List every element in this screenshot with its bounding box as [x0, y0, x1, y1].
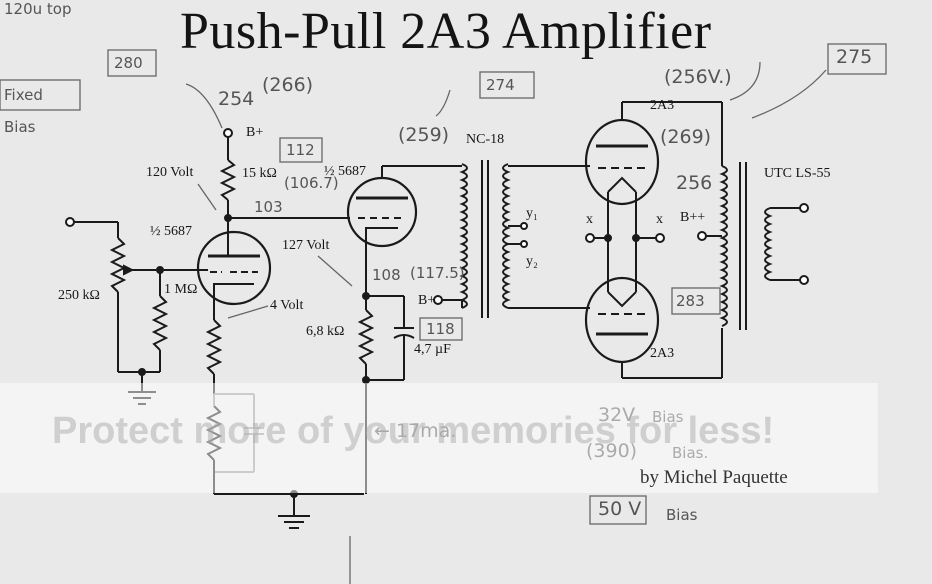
note-box-274	[479, 71, 535, 99]
note-256v: (256V.)	[664, 66, 732, 88]
y1-label: y₁	[526, 206, 538, 221]
output-transformer-label: UTC LS-55	[764, 166, 831, 181]
power-tube-top-2a3	[584, 118, 660, 206]
note-108: 108	[372, 266, 401, 284]
potentiometer-250k	[109, 237, 127, 293]
note-box-275	[827, 43, 887, 75]
grid-resistor-1m	[151, 295, 169, 351]
note-box-50v	[589, 495, 647, 525]
note-254: 254	[218, 88, 255, 110]
cathode-resistor-label: 6,8 kΩ	[306, 324, 345, 339]
voltage-120-label: 120 Volt	[146, 165, 194, 180]
input-tube-5687	[196, 230, 272, 306]
note-50v: 50 V	[598, 498, 642, 520]
cathode-resistor-1	[205, 319, 223, 375]
note-box-118	[419, 317, 463, 341]
note-box-280	[107, 49, 157, 77]
note-275: 275	[836, 46, 873, 68]
driver-tube-5687	[346, 176, 418, 248]
note-top-left: 120u top	[4, 0, 72, 18]
note-fixed: Fixed	[4, 86, 43, 104]
byline: by Michel Paquette	[640, 467, 788, 488]
tube-bottom-label: 2A3	[650, 346, 675, 361]
cathode-resistor-6k8	[357, 309, 375, 365]
note-269: (269)	[660, 126, 712, 148]
watermark-text: Protect more of your memories for less!	[52, 410, 775, 452]
note-box-283	[671, 287, 721, 315]
note-274: 274	[486, 76, 515, 94]
note-266: (266)	[262, 74, 314, 96]
b-plus-label: B+	[246, 125, 264, 140]
driver-b-plus-label: B+	[418, 293, 436, 308]
y2-label: y₂	[526, 254, 538, 269]
output-transformer	[719, 162, 773, 330]
note-256: 256	[676, 172, 713, 194]
note-280: 280	[114, 54, 143, 72]
voltage-4-label: 4 Volt	[270, 298, 304, 313]
page-title: Push-Pull 2A3 Amplifier	[180, 3, 712, 60]
plate-resistor-label: 15 kΩ	[242, 166, 277, 181]
grid-resistor-label: 1 MΩ	[164, 282, 198, 297]
capacitor-label: 4,7 µF	[414, 342, 451, 357]
voltage-127-label: 127 Volt	[282, 238, 330, 253]
pot-label: 250 kΩ	[58, 288, 100, 303]
note-bias-left: Bias	[4, 118, 36, 136]
x-right-label: x	[656, 212, 663, 227]
driver-tube-label: ½ 5687	[324, 164, 366, 179]
note-103: 103	[254, 198, 283, 216]
x-left-label: x	[586, 212, 593, 227]
interstage-label: NC-18	[466, 132, 505, 147]
b-plus-plus-label: B++	[680, 210, 706, 225]
note-bias-3: Bias	[666, 506, 698, 524]
note-118: 118	[426, 320, 455, 338]
tube-top-label: 2A3	[650, 98, 675, 113]
b-plus-terminal	[223, 128, 233, 138]
note-box-112	[279, 137, 323, 163]
note-117: (117.5)	[410, 264, 465, 282]
note-106: (106.7)	[284, 174, 339, 192]
ground-symbol-bottom	[278, 515, 310, 529]
note-259: (259)	[398, 124, 450, 146]
plate-resistor-15k	[219, 159, 237, 201]
note-112: 112	[286, 141, 315, 159]
note-box-fixed	[0, 79, 81, 111]
input-tube-label: ½ 5687	[150, 224, 192, 239]
note-283: 283	[676, 292, 705, 310]
interstage-transformer	[459, 160, 511, 318]
power-tube-bottom-2a3	[584, 276, 660, 364]
watermark-banner	[0, 383, 878, 493]
